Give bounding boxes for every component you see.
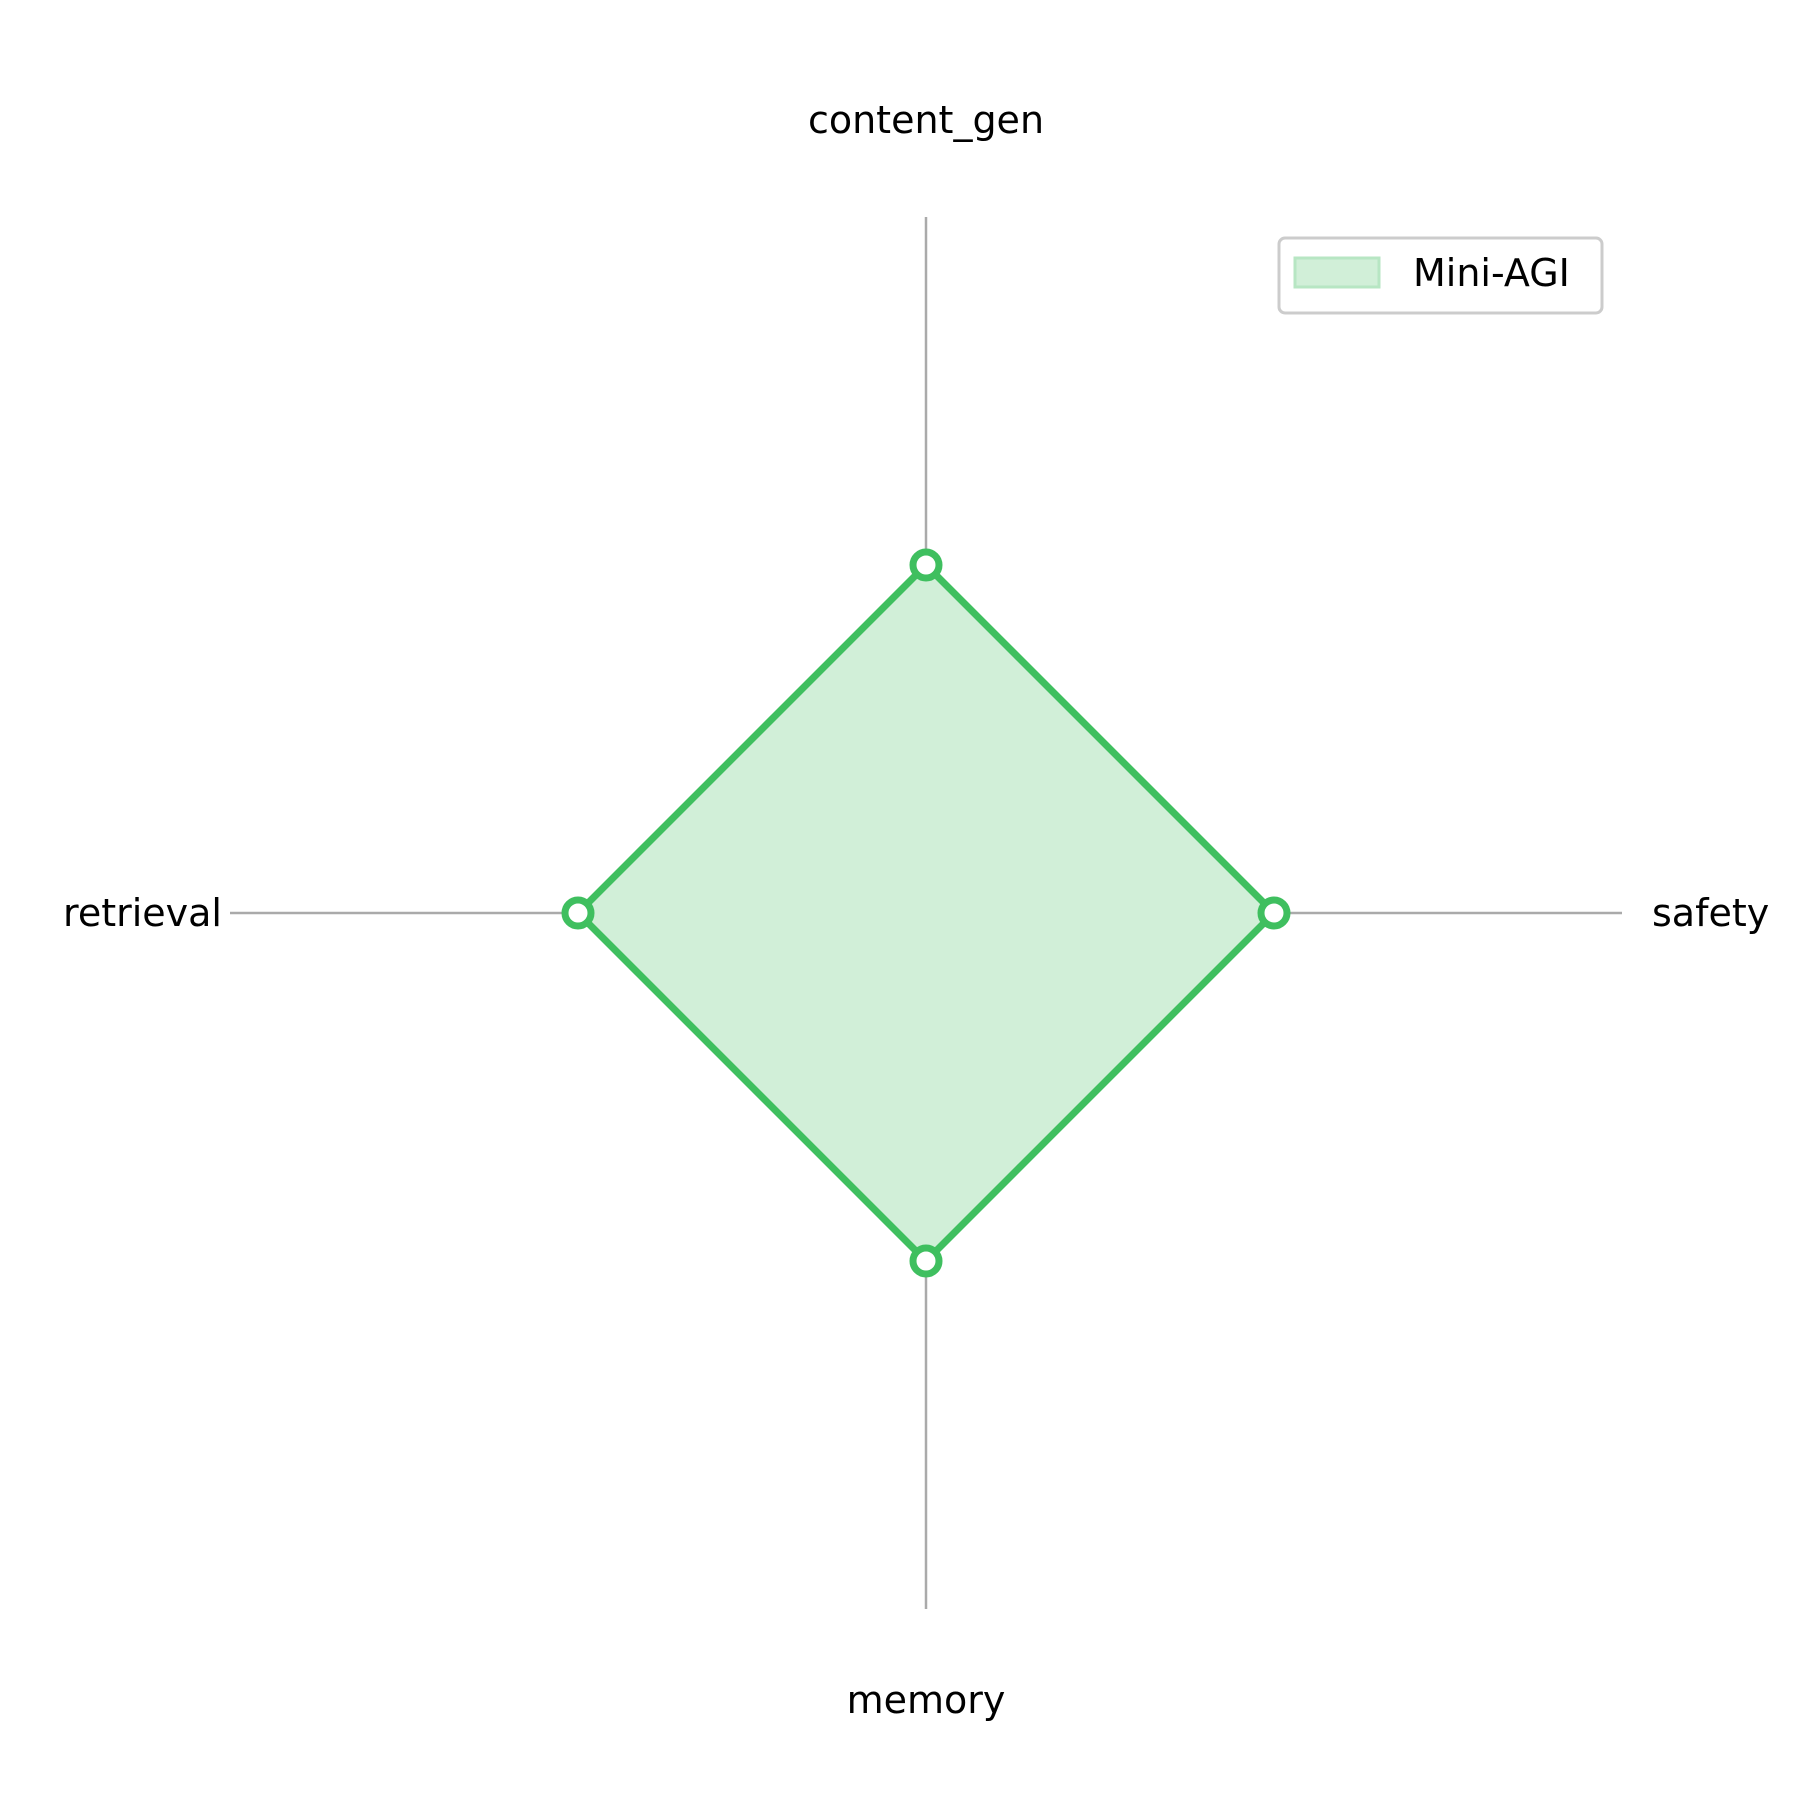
radar-series [561,548,1291,1278]
legend: Mini-AGI [1277,236,1604,315]
data-point-safety [1257,896,1291,930]
axis-label-content-gen: content_gen [808,98,1044,142]
axis-labels: content_gen safety memory retrieval [63,98,1769,1722]
legend-label: Mini-AGI [1413,251,1570,295]
data-point-retrieval [561,896,595,930]
axis-label-memory: memory [847,1678,1006,1722]
data-point-content-gen [909,548,943,582]
axis-label-retrieval: retrieval [63,891,222,935]
legend-swatch [1293,256,1381,289]
axis-label-safety: safety [1652,891,1769,935]
series-area-mini-agi [573,560,1279,1266]
data-point-memory [909,1244,943,1278]
